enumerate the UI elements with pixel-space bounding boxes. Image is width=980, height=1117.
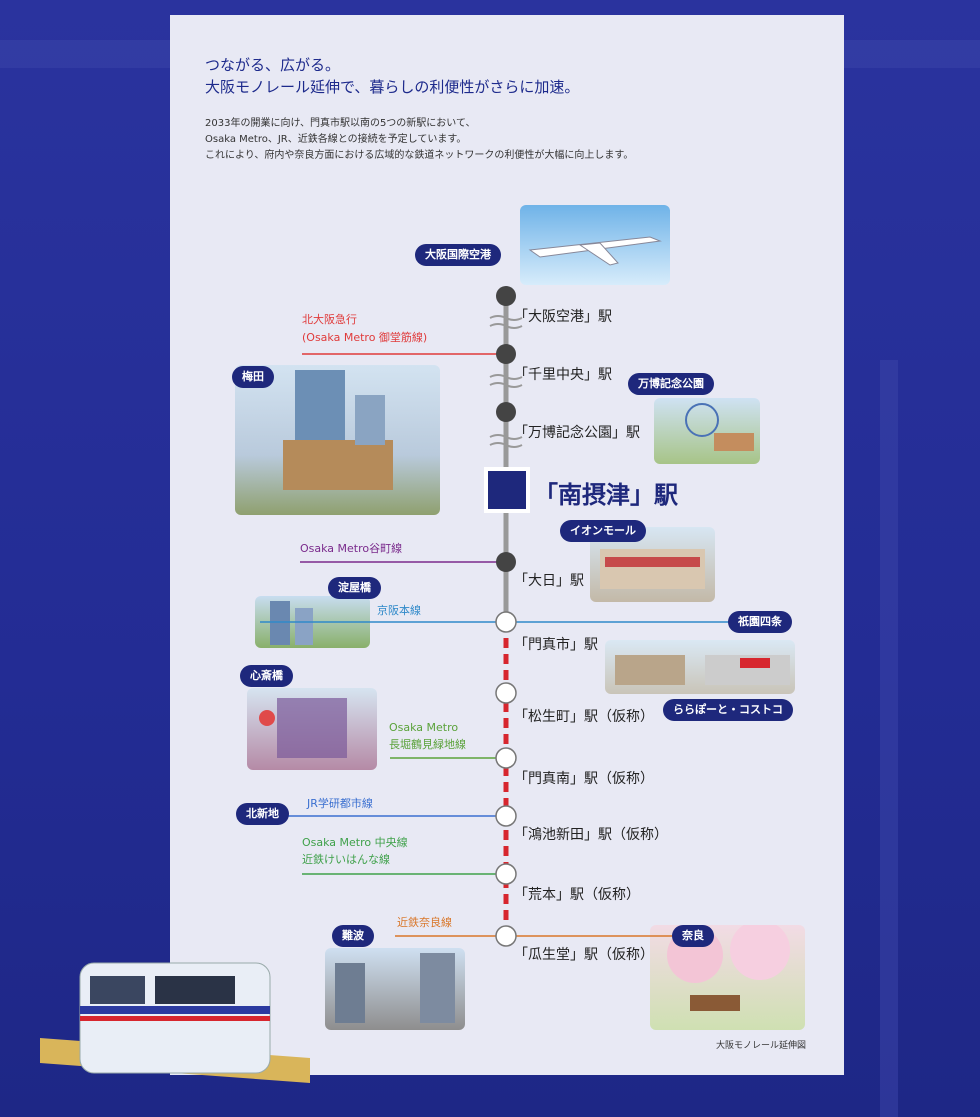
station-marker-aramoto — [495, 863, 517, 885]
station-label-konoike-shinden: 「鴻池新田」駅（仮称） — [514, 827, 668, 843]
line-label-nagahori-2: 長堀鶴見緑地線 — [389, 738, 466, 751]
station-marker-kadoma-minami — [495, 747, 517, 769]
badge-aeon-mall: イオンモール — [560, 520, 646, 542]
station-label-kadoma-minami: 「門真南」駅（仮称） — [514, 771, 654, 787]
badge-kitashinchi: 北新地 — [236, 803, 289, 825]
line-label-chuo-1: Osaka Metro 中央線 — [302, 836, 408, 849]
namba-photo — [325, 948, 465, 1030]
line-label-tanimachi: Osaka Metro谷町線 — [300, 542, 403, 555]
headline-2: 大阪モノレール延伸で、暮らしの利便性がさらに加速。 — [205, 78, 580, 96]
body-text-1: 2033年の開業に向け、門真市駅以南の5つの新駅において、 — [205, 118, 476, 129]
badge-shinsaibashi: 心斎橋 — [240, 665, 293, 687]
line-label-kitakyu-2: (Osaka Metro 御堂筋線) — [302, 331, 428, 344]
badge-nara: 奈良 — [672, 925, 714, 947]
station-marker-konoike-shinden — [495, 805, 517, 827]
station-marker-uryudo — [495, 925, 517, 947]
airplane-photo — [520, 205, 670, 285]
station-label-minami-settsu: 「南摂津」駅 — [534, 481, 678, 509]
expo-photo — [654, 398, 760, 464]
line-label-chuo-2: 近鉄けいはんな線 — [302, 853, 390, 866]
badge-umeda: 梅田 — [232, 366, 274, 388]
monorail-pillar-decoration — [880, 360, 898, 1117]
badge-osaka-intl-airport: 大阪国際空港 — [415, 244, 501, 266]
station-label-osaka-airport: 「大阪空港」駅 — [514, 309, 612, 325]
umeda-photo — [235, 365, 440, 515]
badge-gion-shijo: 祇園四条 — [728, 611, 792, 633]
station-marker-osaka-airport — [496, 286, 516, 306]
line-label-kintetsu-nara: 近鉄奈良線 — [397, 916, 452, 929]
station-marker-senri-chuo — [496, 344, 516, 364]
station-label-aramoto: 「荒本」駅（仮称） — [514, 887, 640, 903]
body-text-3: これにより、府内や奈良方面における広域的な鉄道ネットワークの利便性が大幅に向上し… — [205, 150, 634, 161]
shinsaibashi-photo — [247, 688, 377, 770]
station-marker-dainichi — [496, 552, 516, 572]
badge-yodoyabashi: 淀屋橋 — [328, 577, 381, 599]
distance-omission-marks — [489, 315, 523, 448]
station-label-expo: 「万博記念公園」駅 — [514, 425, 640, 441]
lalaport-costco-photo — [605, 640, 795, 694]
badge-expo-park: 万博記念公園 — [628, 373, 714, 395]
headline-1: つながる、広がる。 — [205, 56, 341, 74]
line-label-keihan: 京阪本線 — [377, 604, 421, 617]
badge-namba: 難波 — [332, 925, 374, 947]
body-text-2: Osaka Metro、JR、近鉄各線との接続を予定しています。 — [205, 134, 467, 145]
badge-lalaport-costco: ららぽーと・コストコ — [663, 699, 793, 721]
map-caption: 大阪モノレール延伸図 — [716, 1041, 807, 1051]
line-label-nagahori-1: Osaka Metro — [389, 721, 459, 734]
line-label-kitakyu-1: 北大阪急行 — [302, 313, 357, 326]
monorail-train-photo — [40, 958, 310, 1113]
station-marker-expo — [496, 402, 516, 422]
station-marker-matsuo-cho — [495, 682, 517, 704]
line-label-jr: JR学研都市線 — [307, 797, 373, 810]
station-marker-kadoma-shi — [495, 611, 517, 633]
station-label-uryudo: 「瓜生堂」駅（仮称） — [514, 947, 654, 963]
nara-photo — [650, 925, 805, 1030]
station-label-matsuo-cho: 「松生町」駅（仮称） — [514, 709, 654, 725]
station-marker-minami-settsu — [488, 471, 526, 509]
station-label-dainichi: 「大日」駅 — [514, 573, 584, 589]
station-label-kadoma-shi: 「門真市」駅 — [514, 637, 598, 653]
station-label-senri-chuo: 「千里中央」駅 — [514, 367, 612, 383]
